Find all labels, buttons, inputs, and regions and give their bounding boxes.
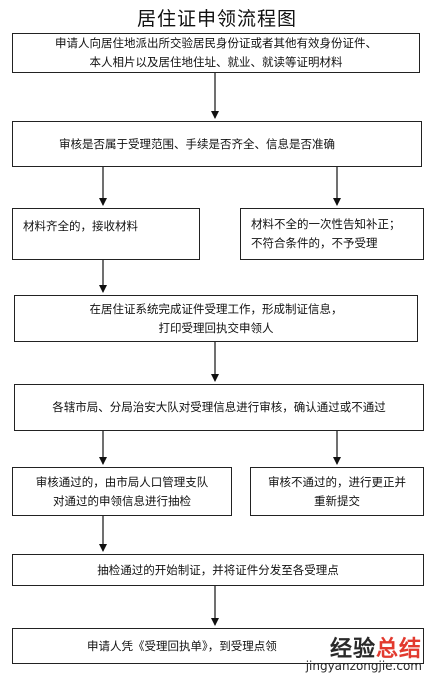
step-text: 不符合条件的，不予受理 bbox=[251, 236, 378, 250]
step-text: 材料不全的一次性告知补正； bbox=[251, 217, 401, 231]
step-start-production: 抽检通过的开始制证，并将证件分发至各受理点 bbox=[12, 554, 424, 586]
step-text: 重新提交 bbox=[314, 493, 360, 508]
step-text: 审核不通过的，进行更正并 bbox=[268, 474, 406, 489]
step-accept-materials: 材料齐全的，接收材料 bbox=[12, 208, 200, 260]
step-text: 申请人向居住地派出所交验居民身份证或者其他有效身份证件、 bbox=[55, 36, 377, 50]
step-text: 在居住证系统完成证件受理工作，形成制证信息， bbox=[89, 301, 343, 316]
step-text: 对通过的申领信息进行抽检 bbox=[53, 493, 191, 508]
step-text: 审核通过的，由市局人口管理支队 bbox=[35, 474, 209, 489]
step-collect-card: 申请人凭《受理回执单》，到受理点领 bbox=[12, 628, 424, 664]
step-review-passed: 审核通过的，由市局人口管理支队 对通过的申领信息进行抽检 bbox=[12, 467, 232, 516]
step-text: 本人相片以及居住地住址、就业、就读等证明材料 bbox=[89, 55, 343, 69]
step-text: 打印受理回执交申领人 bbox=[158, 320, 274, 335]
step-text: 审核是否属于受理范围、手续是否齐全、信息是否准确 bbox=[59, 136, 335, 151]
step-text: 各辖市局、分局治安大队对受理信息进行审核，确认通过或不通过 bbox=[52, 400, 386, 414]
step-text: 材料齐全的，接收材料 bbox=[23, 219, 138, 233]
step-text: 申请人凭《受理回执单》，到受理点领 bbox=[87, 638, 277, 653]
step-bureau-review: 各辖市局、分局治安大队对受理信息进行审核，确认通过或不通过 bbox=[14, 384, 424, 431]
step-review-failed: 审核不通过的，进行更正并 重新提交 bbox=[250, 467, 424, 516]
site-watermark: 经验总结 jingyanzongjie.com bbox=[306, 631, 422, 673]
flowchart-title: 居住证申领流程图 bbox=[136, 8, 297, 30]
watermark-logo: 经验总结 bbox=[329, 637, 422, 662]
step-submit-materials: 申请人向居住地派出所交验居民身份证或者其他有效身份证件、 本人相片以及居住地住址… bbox=[12, 33, 420, 73]
step-text: 抽检通过的开始制证，并将证件分发至各受理点 bbox=[97, 562, 339, 577]
step-notify-correction: 材料不全的一次性告知补正； 不符合条件的，不予受理 bbox=[240, 208, 424, 260]
step-review-scope: 审核是否属于受理范围、手续是否齐全、信息是否准确 bbox=[12, 121, 422, 167]
step-system-registration: 在居住证系统完成证件受理工作，形成制证信息， 打印受理回执交申领人 bbox=[14, 295, 418, 342]
watermark-url: jingyanzongjie.com bbox=[305, 659, 422, 673]
